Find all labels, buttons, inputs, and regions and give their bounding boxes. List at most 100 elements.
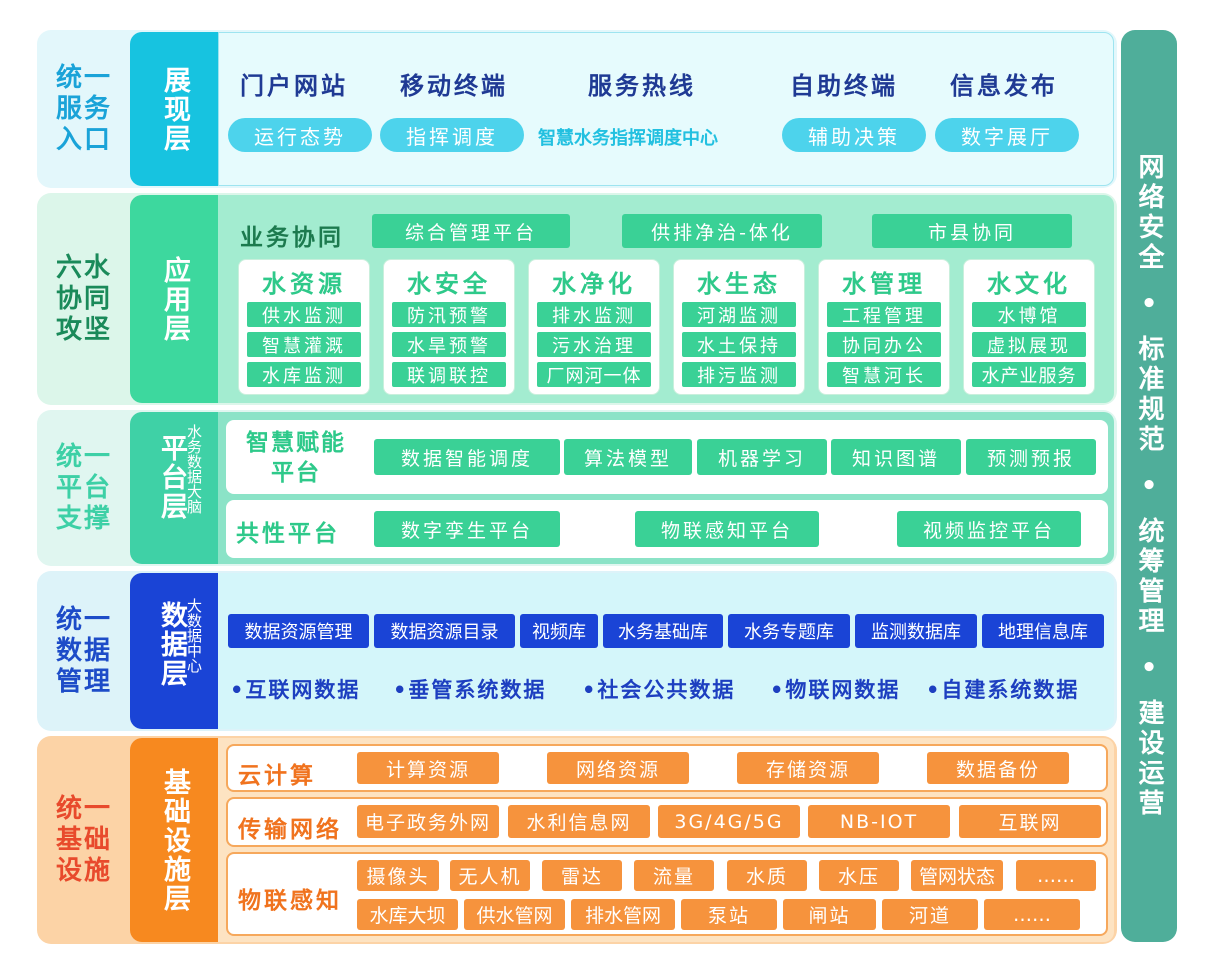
iot-item-more-2: …… [984,899,1080,930]
data-source-3: •社会公共数据 [582,678,736,702]
data-item-4: 水务基础库 [603,614,723,648]
application-layer-label: 应用层 [130,195,218,403]
data-item-7: 地理信息库 [982,614,1104,648]
presentation-left-title: 统一 服务 入口 [55,62,112,155]
pill-decision-support: 辅助决策 [782,118,926,152]
card-title: 水安全 [407,270,491,298]
data-source-2: •垂管系统数据 [393,678,547,702]
card-item: 智慧河长 [827,362,941,387]
biz-item-3: 市县协同 [872,214,1072,248]
presentation-header-2: 移动终端 [400,72,508,100]
smart-item-5: 预测预报 [966,439,1096,475]
right-security-column: 网络安全 • 标准规范 • 统筹管理 • 建设运营 [1121,30,1177,942]
pill-command-dispatch: 指挥调度 [380,118,524,152]
data-item-2: 数据资源目录 [374,614,515,648]
presentation-header-1: 门户网站 [240,72,348,100]
platform-sub-label: 水务数据大脑 [185,424,203,514]
common-item-2: 物联感知平台 [635,511,819,547]
iot-item-pressure: 水压 [819,860,899,891]
card-item: 水博馆 [972,302,1086,327]
cloud-item-2: 网络资源 [547,752,689,784]
iot-item-dam: 水库大坝 [357,899,458,930]
card-item: 防汛预警 [392,302,506,327]
smart-item-3: 机器学习 [697,439,827,475]
card-item: 排污监测 [682,362,796,387]
application-left-title: 六水 协同 攻坚 [55,252,112,345]
iot-item-supply-pipe: 供水管网 [464,899,565,930]
data-item-6: 监测数据库 [855,614,977,648]
iot-item-camera: 摄像头 [357,860,439,891]
smart-item-2: 算法模型 [564,439,692,475]
net-item-4: NB-IOT [808,805,950,838]
data-item-5: 水务专题库 [728,614,850,648]
data-panel [218,573,1114,729]
card-item: 水产业服务 [972,362,1086,387]
card-item: 协同办公 [827,332,941,357]
pill-running-status: 运行态势 [228,118,372,152]
net-item-2: 水利信息网 [508,805,650,838]
card-item: 河湖监测 [682,302,796,327]
right-dot-1: • [1140,289,1158,319]
card-title: 水资源 [262,270,346,298]
presentation-header-5: 信息发布 [950,72,1058,100]
presentation-layer-label: 展现层 [130,32,218,186]
cloud-item-1: 计算资源 [357,752,499,784]
iot-item-radar: 雷达 [542,860,622,891]
app-card-water-ecology: 水生态 河湖监测 水土保持 排污监测 [673,259,805,395]
right-text-operation: 建设运营 [1134,699,1164,819]
platform-row2-label: 共性平台 [236,521,340,547]
platform-row1-label: 智慧赋能平台 [246,430,346,486]
iot-item-quality: 水质 [727,860,807,891]
app-card-water-purification: 水净化 排水监测 污水治理 厂网河一体 [528,259,660,395]
iot-item-more-1: …… [1016,860,1096,891]
card-item: 供水监测 [247,302,361,327]
cloud-item-3: 存储资源 [737,752,879,784]
common-item-3: 视频监控平台 [897,511,1081,547]
data-source-5: •自建系统数据 [926,678,1080,702]
data-source-1: •互联网数据 [230,678,361,702]
iot-item-gate: 闸站 [783,899,876,930]
card-item: 联调联控 [392,362,506,387]
smart-item-4: 知识图谱 [831,439,961,475]
smart-item-1: 数据智能调度 [374,439,560,475]
net-item-1: 电子政务外网 [357,805,499,838]
platform-left-title: 统一 平台 支撑 [55,441,112,534]
right-text-network-security: 网络安全 [1134,153,1164,273]
common-item-1: 数字孪生平台 [374,511,560,547]
app-card-water-safety: 水安全 防汛预警 水旱预警 联调联控 [383,259,515,395]
card-title: 水管理 [842,270,926,298]
network-label: 传输网络 [238,817,342,843]
card-item: 水土保持 [682,332,796,357]
biz-collab-label: 业务协同 [240,225,344,251]
presentation-header-4: 自助终端 [790,72,898,100]
card-item: 污水治理 [537,332,651,357]
biz-item-2: 供排净治-体化 [622,214,822,248]
biz-item-1: 综合管理平台 [372,214,570,248]
iot-item-pump: 泵站 [681,899,777,930]
data-layer-label: 数据层 [130,573,218,729]
iot-label: 物联感知 [238,888,342,914]
command-center-text: 智慧水务指挥调度中心 [538,128,718,149]
presentation-header-3: 服务热线 [588,72,696,100]
cloud-item-4: 数据备份 [927,752,1069,784]
right-text-coordination: 统筹管理 [1134,517,1164,637]
iot-item-river: 河道 [882,899,978,930]
cloud-label: 云计算 [238,763,316,789]
app-card-water-management: 水管理 工程管理 协同办公 智慧河长 [818,259,950,395]
right-dot-3: • [1140,653,1158,683]
card-item: 虚拟展现 [972,332,1086,357]
net-item-3: 3G/4G/5G [658,805,800,838]
card-item: 工程管理 [827,302,941,327]
app-card-water-culture: 水文化 水博馆 虚拟展现 水产业服务 [963,259,1095,395]
card-title: 水净化 [552,270,636,298]
infra-layer-label: 基础设施层 [130,738,218,942]
iot-item-flow: 流量 [634,860,714,891]
data-item-3: 视频库 [520,614,598,648]
infra-left-title: 统一 基础 设施 [55,793,112,886]
card-item: 排水监测 [537,302,651,327]
data-source-4: •物联网数据 [770,678,901,702]
presentation-panel [218,32,1114,186]
card-item: 智慧灌溉 [247,332,361,357]
pill-digital-hall: 数字展厅 [935,118,1079,152]
platform-layer-label: 平台层 [130,412,218,564]
